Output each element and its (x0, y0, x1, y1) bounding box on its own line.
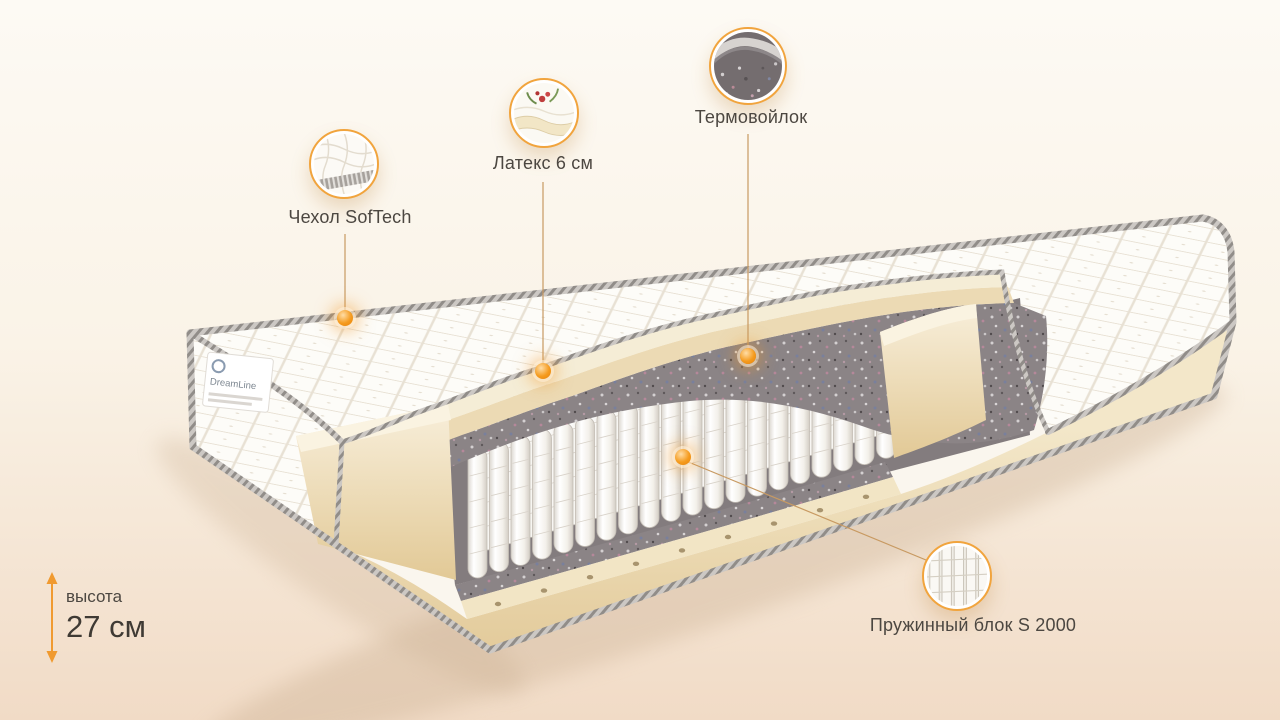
callout-label-cover: Чехол SofTech (288, 207, 412, 227)
callout-label-latex: Латекс 6 см (492, 153, 594, 173)
ventilation-holes (494, 494, 870, 607)
hotspot-dot-cover (337, 310, 353, 326)
height-arrow (46, 572, 58, 663)
foam-rail-right (880, 304, 986, 458)
lower-felt-band (455, 462, 893, 601)
connector-springs (685, 460, 927, 561)
height-indicator-label: высота (66, 587, 123, 606)
thermofelt-icon-image (714, 32, 782, 100)
latex-layer-icon (509, 78, 579, 148)
latex-layer-icon-image (514, 83, 574, 143)
callout-label-spring-block: Пружинный блок S 2000 (869, 615, 1077, 635)
edge-piping (186, 214, 1237, 654)
hotspot-dot-thermofelt (740, 348, 756, 364)
base-foam-floor (461, 477, 901, 619)
quilted-cover-icon (309, 129, 379, 199)
quilted-cover-icon-image (314, 134, 374, 194)
brand-label: DreamLine (202, 351, 274, 413)
hotspot-dot-latex (535, 363, 551, 379)
brand-text: DreamLine (209, 376, 256, 392)
height-indicator-value: 27 см (66, 609, 146, 644)
spring-block-icon-image (927, 546, 987, 606)
spring-block-icon (922, 541, 992, 611)
thermofelt-sheet (366, 303, 1048, 508)
thermofelt-icon (709, 27, 787, 105)
connector-lines (344, 134, 927, 561)
hotspot-dot-spring-block (675, 449, 691, 465)
callout-label-thermofelt: Термовойлок (694, 107, 808, 127)
